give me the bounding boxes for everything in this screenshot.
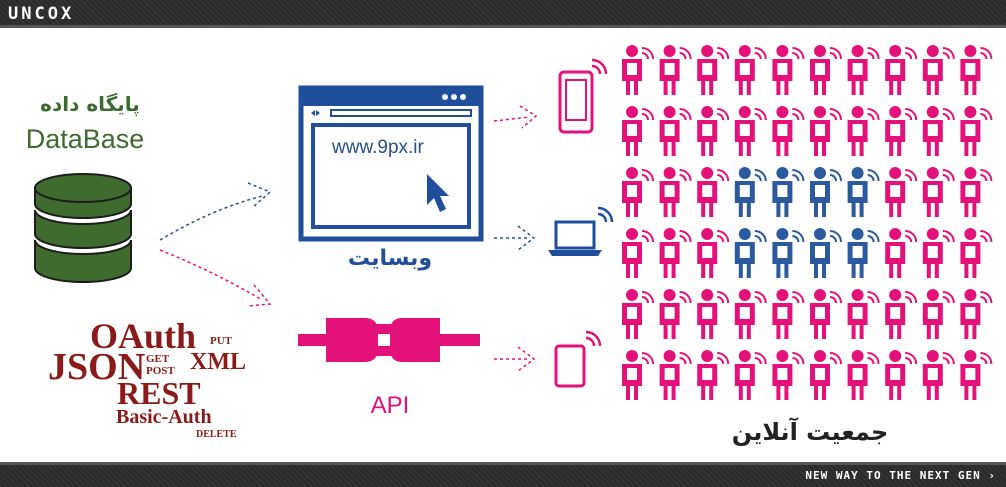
person-icon [622,45,654,95]
person-icon [847,228,880,278]
person-icon [885,106,918,156]
person-icon [960,350,993,400]
term-oauth: OAuth [90,316,197,356]
person-icon [922,106,955,156]
person-icon [734,106,767,156]
browser-window-icon [298,85,484,242]
person-icon [922,45,955,95]
online-crowd-grid [622,45,993,400]
term-rest: REST [117,375,201,411]
person-icon [960,289,993,339]
arrow-db-to-api [159,249,272,307]
person-icon [697,45,730,95]
person-icon [622,167,654,217]
phone-icon [558,58,608,134]
person-icon [622,350,654,400]
person-icon [847,45,880,95]
cursor-icon [427,174,449,212]
person-icon [960,167,993,217]
plug-icon [298,318,480,362]
laptop-icon [548,206,614,256]
term-put: PUT [210,335,232,347]
person-icon [622,228,654,278]
person-icon [772,106,805,156]
person-icon [885,228,918,278]
person-icon [922,350,955,400]
arrow-db-to-website [159,182,272,241]
person-icon [697,289,730,339]
person-icon [772,45,805,95]
person-icon [885,167,918,217]
person-icon [734,45,767,95]
term-get: GET [146,353,170,365]
bottom-bar: NEW WAY TO THE NEXT GEN › [0,462,1006,487]
person-icon [810,106,842,156]
person-icon [922,167,955,217]
person-icon [772,167,805,217]
person-icon [734,289,767,339]
person-icon [697,350,730,400]
person-icon [960,45,993,95]
person-icon [622,106,654,156]
top-bar: UNCOX [0,0,1006,28]
person-icon [885,350,918,400]
person-icon [697,228,730,278]
person-icon [734,350,767,400]
person-icon [960,106,993,156]
arrow-website-to-laptop [494,225,536,251]
database-icon [34,173,132,283]
person-icon [772,350,805,400]
api-label: API [370,392,410,419]
person-icon [847,106,880,156]
person-icon [734,167,767,217]
database-title-en: DataBase [25,124,145,154]
brand-logo: UNCOX [8,4,75,24]
person-icon [772,289,805,339]
person-icon [810,45,842,95]
person-icon [810,289,842,339]
person-icon [659,350,692,400]
term-basic-auth: Basic-Auth [116,406,212,428]
online-crowd-label: جمعیت آنلاین [731,418,889,446]
person-icon [810,350,842,400]
person-icon [659,289,692,339]
website-label: وبسایت [347,246,433,271]
person-icon [810,228,842,278]
arrow-api-to-tablet [494,346,536,372]
person-icon [697,106,730,156]
tablet-icon [554,330,602,388]
person-icon [659,45,692,95]
person-icon [847,350,880,400]
person-icon [697,167,730,217]
person-icon [659,106,692,156]
website-url: www.9px.ir [332,137,424,158]
term-delete: DELETE [196,429,237,440]
person-icon [659,167,692,217]
person-icon [810,167,842,217]
person-icon [734,228,767,278]
person-icon [659,228,692,278]
person-icon [960,228,993,278]
term-xml: XML [190,349,246,375]
person-icon [847,167,880,217]
person-icon [847,289,880,339]
database-title-fa: پایگاه داده [40,92,140,116]
arrow-website-to-phone [493,105,538,129]
person-icon [885,45,918,95]
person-icon [922,289,955,339]
person-icon [922,228,955,278]
person-icon [772,228,805,278]
footer-tagline: NEW WAY TO THE NEXT GEN › [805,469,996,482]
person-icon [885,289,918,339]
term-post: POST [146,365,175,377]
person-icon [622,289,654,339]
term-json: JSON [48,346,146,388]
